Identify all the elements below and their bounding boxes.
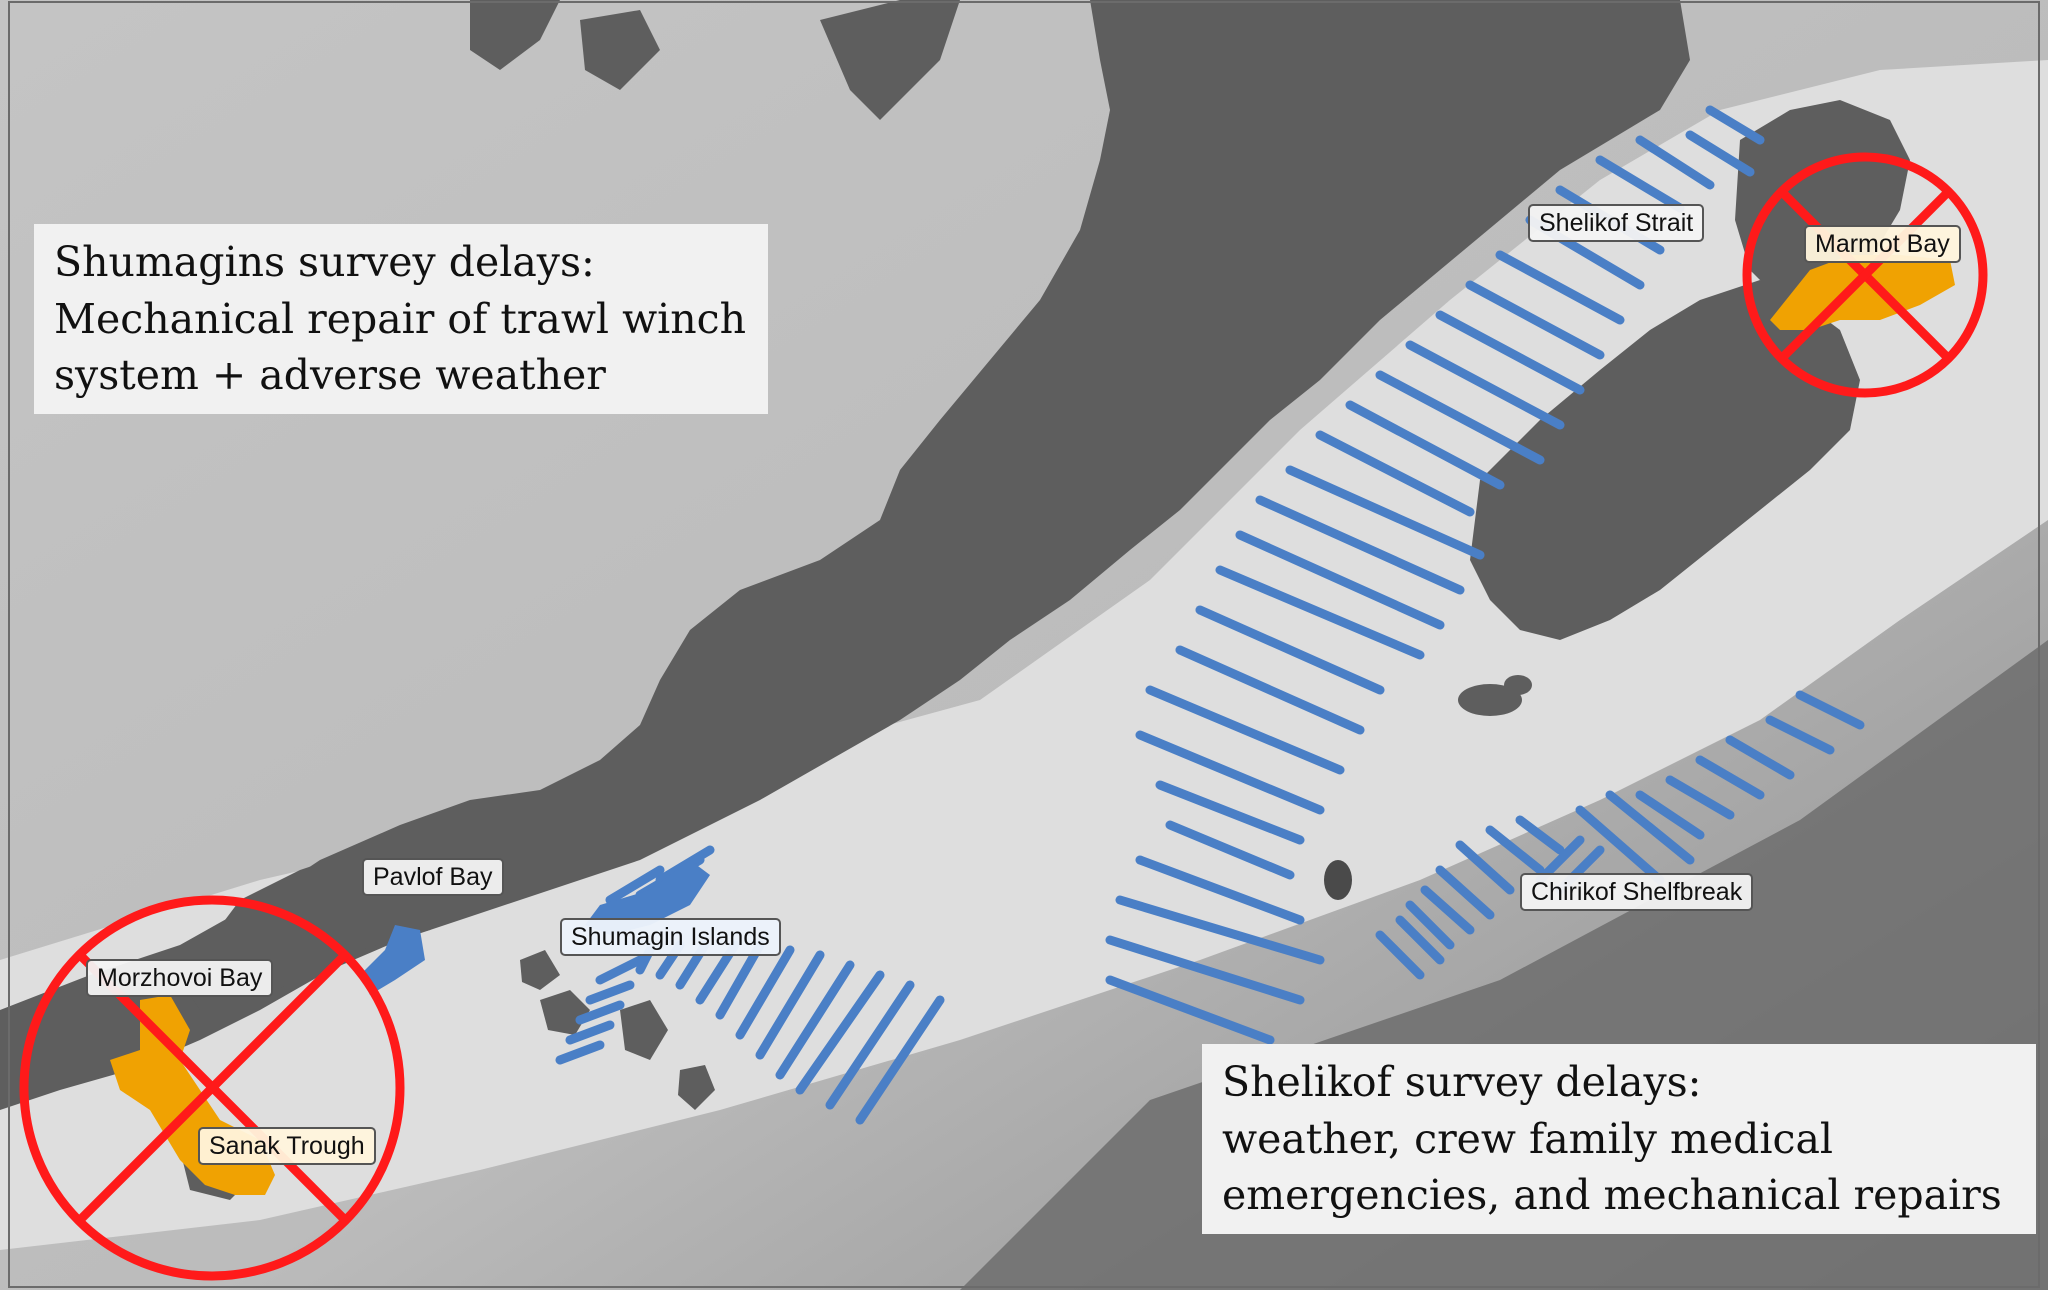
transect-line [1215,565,1425,660]
transect-line [1285,465,1485,560]
transect-line [1635,135,1715,190]
transect-line [1685,130,1755,177]
transect-line [825,980,915,1110]
cancel-mark-morzhovoi-sanak [19,895,405,1281]
callout-shumagins-line2: Mechanical repair of trawl winch [54,294,747,343]
transect-line [1405,900,1455,950]
transect-line [1595,155,1685,213]
transect-line [1175,645,1365,735]
transect-line [1255,495,1465,595]
transect-line [1135,855,1305,925]
transect-line [1665,775,1735,820]
transect-line [1515,815,1565,855]
callout-shumagins-delays: Shumagins survey delays: Mechanical repa… [34,224,768,414]
label-pavlof-bay: Pavlof Bay [362,858,504,896]
transect-line [1135,730,1325,815]
transect-line [855,995,945,1125]
continental-shelf [0,60,2048,1250]
land-shumagin-island-a [540,990,590,1035]
transect-line [1375,370,1545,465]
transect-line [555,1040,605,1065]
transect-line [1420,885,1475,935]
transect-line [1145,685,1345,775]
label-marmot-bay: Marmot Bay [1804,225,1961,263]
transect-line [795,970,885,1095]
transect-line [575,1000,625,1025]
transect-line [1395,915,1445,965]
land-trinity-island [1458,684,1522,716]
transect-line [1345,400,1505,490]
transects-chirikof [1375,690,1865,980]
transect-line [755,950,825,1060]
land-shumagin-island-d [520,950,560,990]
survey-area-pavlof [360,925,425,995]
transects-shelikof [1105,105,1765,1045]
callout-shumagins-line1: Shumagins survey delays: [54,238,595,286]
transect-line [1375,930,1425,980]
transect-line [1765,715,1835,755]
callout-shelikof-line3: emergencies, and mechanical repairs [1222,1171,2002,1220]
map-frame [8,1,2040,1288]
label-shumagin-islands: Shumagin Islands [560,918,781,956]
survey-area-marmot [1770,255,1955,330]
land-shumagin-island-c [678,1065,715,1110]
callout-shelikof-delays: Shelikof survey delays: weather, crew fa… [1202,1044,2036,1234]
transect-line [585,980,635,1005]
transect-line [595,955,645,985]
land-kodiak-island [1470,280,1860,640]
callout-shelikof-line1: Shelikof survey delays: [1222,1058,1702,1106]
land-shumagin-island-b [620,1000,668,1060]
transect-line [775,960,855,1080]
transect-line [1235,530,1445,630]
transect-line [1435,865,1495,920]
survey-area-shumagin [585,860,710,935]
land-upper-left-3 [820,0,960,120]
callout-shelikof-line2: weather, crew family medical [1222,1114,1833,1163]
transect-line [1635,790,1705,840]
land-upper-left [470,0,560,70]
transect-line [1115,895,1325,965]
transect-line [1795,690,1865,730]
cancel-mark-marmot-bay [1742,152,1988,398]
transect-line [1315,430,1475,517]
transect-line [1405,340,1565,430]
label-shelikof-strait: Shelikof Strait [1528,204,1705,242]
transect-line [1725,735,1795,780]
transect-line [735,945,795,1040]
label-morzhovoi-bay: Morzhovoi Bay [86,959,274,997]
land-upper-left-2 [580,10,660,90]
transect-line [1495,250,1625,325]
transect-line [1105,975,1275,1045]
label-sanak-trough: Sanak Trough [198,1127,376,1165]
transect-line [1435,310,1585,395]
callout-shumagins-line3: system + adverse weather [54,351,606,400]
land-small-island [1504,675,1532,695]
transect-line [1605,790,1695,865]
transect-line [1575,805,1665,885]
transect-line [1455,840,1515,895]
transect-line [1155,780,1305,845]
transect-line [565,1020,615,1045]
transect-line [1465,280,1605,360]
land-chirikof-island [1324,860,1352,900]
transect-line [605,865,665,905]
label-chirikof-shelfbreak: Chirikof Shelfbreak [1520,873,1754,911]
land-mainland [0,0,1690,1110]
transect-line [1165,820,1295,880]
transect-line [1705,105,1765,145]
transect-line [1695,755,1765,800]
transect-line [715,940,765,1020]
transect-line [1485,825,1545,875]
transect-line [1195,605,1385,695]
transect-line [1105,935,1305,1005]
